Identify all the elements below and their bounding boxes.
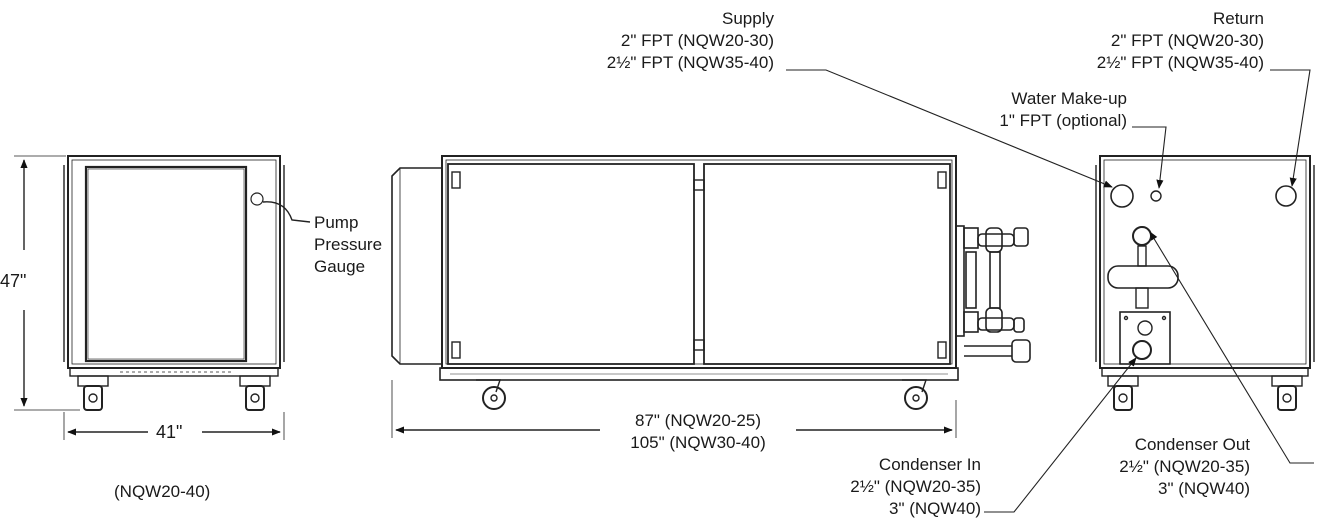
junction-box bbox=[1119, 311, 1171, 365]
model-note: (NQW20-40) bbox=[114, 482, 211, 501]
length-line-1: 87" (NQW20-25) bbox=[634, 411, 761, 430]
condenser-in-title: Condenser In bbox=[878, 455, 981, 474]
condenser-out-size-1: 2½" (NQW20-35) bbox=[1119, 457, 1250, 476]
condenser-out-leader bbox=[1149, 231, 1314, 464]
water-makeup-title: Water Make-up bbox=[1011, 89, 1127, 108]
caster-icon bbox=[239, 375, 271, 411]
caster-icon bbox=[77, 375, 109, 411]
width-dimension-line bbox=[63, 412, 285, 440]
pump-gauge-line-3: Gauge bbox=[314, 257, 366, 276]
length-line-2: 105" (NQW30-40) bbox=[630, 433, 766, 452]
side-view bbox=[391, 155, 1031, 410]
return-label: Return 2" FPT (NQW20-30) 2½" FPT (NQW35-… bbox=[1097, 8, 1264, 74]
condenser-in-leader bbox=[984, 357, 1137, 513]
return-size-2: 2½" FPT (NQW35-40) bbox=[1096, 53, 1264, 72]
water-makeup-size: 1" FPT (optional) bbox=[999, 111, 1127, 130]
water-makeup-port-icon bbox=[1150, 190, 1162, 202]
condenser-in-size-1: 2½" (NQW20-35) bbox=[850, 477, 981, 496]
supply-port-icon bbox=[1110, 184, 1134, 208]
return-port-icon bbox=[1275, 185, 1297, 207]
condenser-piping bbox=[955, 225, 1031, 363]
supply-size-1: 2" FPT (NQW20-30) bbox=[620, 31, 774, 50]
condenser-in-port-icon bbox=[1132, 340, 1152, 360]
supply-leader bbox=[786, 69, 1113, 188]
width-dimension-label: 41" bbox=[156, 422, 183, 442]
front-view bbox=[63, 155, 285, 411]
supply-title: Supply bbox=[722, 9, 774, 28]
water-makeup-leader bbox=[1132, 126, 1167, 189]
length-dimension-label: 87" (NQW20-25) 105" (NQW30-40) bbox=[598, 410, 798, 454]
height-dimension-label: 47" bbox=[0, 271, 27, 291]
caster-icon bbox=[1271, 375, 1303, 411]
length-dimension-line bbox=[391, 380, 957, 438]
pressure-gauge-icon bbox=[250, 192, 264, 206]
condenser-out-port-icon bbox=[1132, 226, 1152, 246]
condenser-out-label: Condenser Out 2½" (NQW20-35) 3" (NQW40) bbox=[1119, 434, 1250, 500]
return-title: Return bbox=[1212, 9, 1264, 28]
supply-size-2: 2½" FPT (NQW35-40) bbox=[606, 53, 774, 72]
caster-icon bbox=[476, 379, 506, 410]
pump-gauge-line-2: Pressure bbox=[314, 235, 383, 254]
return-size-1: 2" FPT (NQW20-30) bbox=[1110, 31, 1264, 50]
condenser-out-title: Condenser Out bbox=[1134, 435, 1250, 454]
pump-gauge-line-1: Pump bbox=[314, 213, 359, 232]
condenser-in-label: Condenser In 2½" (NQW20-35) 3" (NQW40) bbox=[850, 454, 981, 520]
pump-gauge-label: Pump Pressure Gauge bbox=[314, 212, 382, 278]
leader-lines bbox=[786, 69, 1314, 513]
condenser-out-size-2: 3" (NQW40) bbox=[1158, 479, 1250, 498]
height-dimension-line bbox=[14, 155, 80, 411]
caster-icon bbox=[1107, 375, 1139, 411]
pump-gauge-leader bbox=[262, 201, 311, 223]
supply-label: Supply 2" FPT (NQW20-30) 2½" FPT (NQW35-… bbox=[607, 8, 774, 74]
condenser-in-size-2: 3" (NQW40) bbox=[889, 499, 981, 518]
water-makeup-label: Water Make-up 1" FPT (optional) bbox=[999, 88, 1127, 132]
back-view bbox=[1095, 155, 1315, 411]
caster-icon bbox=[902, 379, 928, 410]
return-leader bbox=[1270, 69, 1311, 187]
